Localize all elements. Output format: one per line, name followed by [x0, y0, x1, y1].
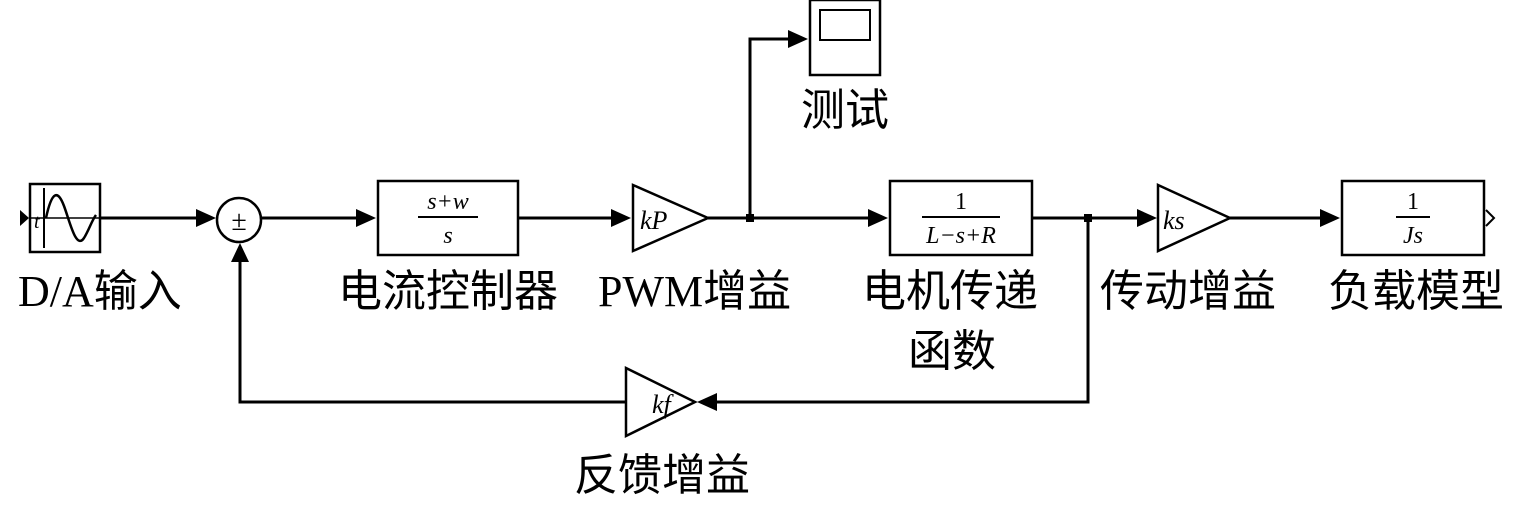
arrow-into-pwm — [611, 209, 631, 227]
feedback-gain-symbol: kf — [652, 390, 675, 419]
junction-dot-motor — [1084, 214, 1092, 222]
motor-transfer-block[interactable]: 1 L−s+R — [888, 179, 1034, 257]
arrow-input-port — [20, 210, 29, 226]
arrow-into-sum — [196, 209, 216, 227]
arrow-into-sum-bottom — [231, 243, 249, 262]
drive-gain-symbol: ks — [1163, 206, 1185, 235]
wire-branch-to-scope — [748, 37, 790, 218]
motor-numerator: 1 — [955, 189, 967, 215]
load-model-block[interactable]: 1 Js — [1340, 179, 1486, 257]
controller-block[interactable]: s+w s — [376, 179, 520, 257]
wire-feedback-out — [714, 218, 1090, 404]
arrow-into-controller — [356, 209, 376, 227]
load-model-label: 负载模型 — [1328, 267, 1504, 316]
junction-dot-pwm — [746, 214, 754, 222]
arrow-into-motor — [868, 209, 888, 227]
pwm-gain-label: PWM增益 — [598, 267, 791, 316]
motor-denominator: L−s+R — [925, 223, 996, 249]
sine-source-block[interactable]: t — [28, 182, 102, 254]
controller-numerator: s+w — [427, 189, 469, 215]
motor-label-line1: 电机传递 — [862, 267, 1038, 316]
wire-feedback-return — [238, 262, 628, 404]
pwm-gain-block[interactable]: kP — [631, 183, 712, 253]
arrow-into-drive — [1137, 209, 1157, 227]
drive-gain-block[interactable]: ks — [1156, 183, 1234, 253]
arrow-into-scope — [788, 30, 808, 48]
arrow-into-feedback — [697, 393, 717, 411]
drive-gain-label: 传动增益 — [1100, 267, 1276, 316]
feedback-gain-label: 反馈增益 — [574, 451, 750, 500]
controller-denominator: s — [443, 223, 452, 249]
pwm-gain-symbol: kP — [640, 206, 668, 235]
source-label: D/A输入 — [18, 267, 182, 316]
scope-label: 测试 — [801, 86, 889, 135]
output-port-chevron — [1485, 209, 1496, 227]
sum-junction[interactable]: ± — [215, 196, 263, 244]
load-denominator: Js — [1403, 223, 1423, 249]
arrowheads — [20, 30, 1496, 411]
feedback-gain-block[interactable]: kf — [624, 365, 698, 439]
load-numerator: 1 — [1407, 189, 1419, 215]
motor-label-line2: 函数 — [908, 327, 996, 376]
arrow-into-load — [1320, 209, 1340, 227]
controller-label: 电流控制器 — [338, 267, 558, 316]
scope-block[interactable] — [808, 0, 882, 77]
sum-sign: ± — [231, 206, 246, 237]
source-time-glyph: t — [34, 211, 40, 233]
